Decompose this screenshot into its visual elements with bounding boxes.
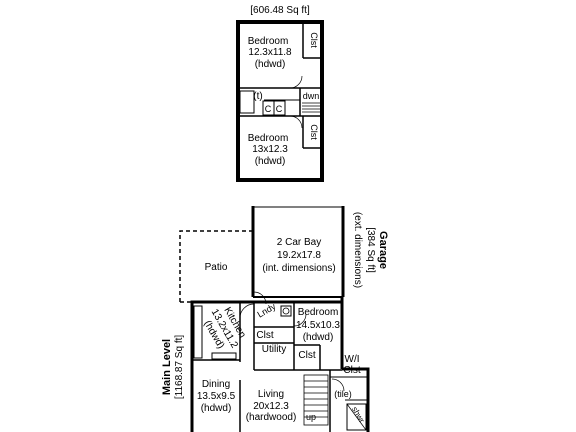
living-floor: (hardwood)	[246, 412, 297, 423]
closet-a-label: Clst	[256, 330, 273, 341]
garage-bay-name: 2 Car Bay	[277, 237, 321, 248]
garage-note: (ext. dimensions)	[352, 212, 363, 288]
upper-bedroom-2-floor: (hdwd)	[255, 156, 286, 167]
garage-bay-dims: 19.2x17.8	[277, 250, 321, 261]
upper-bedroom-1-name: Bedroom	[248, 36, 289, 47]
shower-label: shwr	[350, 405, 366, 424]
upper-bedroom-2-dims: 13x12.3	[252, 144, 288, 155]
garage-bay-note: (int. dimensions)	[262, 263, 335, 274]
main-bedroom-dims: 14.5x10.3	[296, 320, 340, 331]
main-level-area-label: [1168.87 Sq ft]	[174, 335, 185, 400]
main-level-outline	[190, 291, 370, 432]
dining-name: Dining	[202, 379, 230, 390]
upper-stair-label: dwn	[303, 91, 320, 101]
upper-bedroom-1-floor: (hdwd)	[255, 59, 286, 70]
upper-bedroom-1-dims: 12.3x11.8	[248, 47, 292, 58]
living-name: Living	[258, 389, 284, 400]
upper-bedroom-2-name: Bedroom	[248, 133, 289, 144]
upper-floor-area-label: [606.48 Sq ft]	[250, 5, 310, 16]
living-dims: 20x12.3	[253, 401, 289, 412]
dining-floor: (hdwd)	[201, 403, 232, 414]
laundry-label: Lndy	[256, 301, 278, 320]
upper-toilet-label: (t)	[253, 91, 262, 102]
main-bedroom-floor: (hdwd)	[303, 332, 334, 343]
upper-closet-c1: C	[265, 104, 272, 114]
tile-label: (tile)	[334, 389, 352, 399]
garage-area-label: [384 Sq ft]	[365, 227, 376, 273]
patio-name: Patio	[205, 262, 228, 273]
main-level-title: Main Level	[161, 339, 173, 395]
main-bedroom-name: Bedroom	[298, 307, 339, 318]
upper-closet-top: Clst	[309, 32, 319, 48]
upper-closet-c2: C	[276, 104, 283, 114]
garage-outline	[251, 206, 345, 298]
walk-in-closet-line1: W/I	[345, 354, 360, 365]
walk-in-closet-line2: Clst	[343, 365, 360, 376]
dining-dims: 13.5x9.5	[197, 391, 236, 402]
main-stair-label: up	[306, 412, 316, 422]
upper-floor-outline	[236, 20, 324, 182]
garage-title: Garage	[377, 231, 389, 269]
upper-closet-bottom: Clst	[309, 124, 319, 140]
utility-label: Utility	[262, 344, 286, 355]
closet-b-label: Clst	[298, 350, 315, 361]
